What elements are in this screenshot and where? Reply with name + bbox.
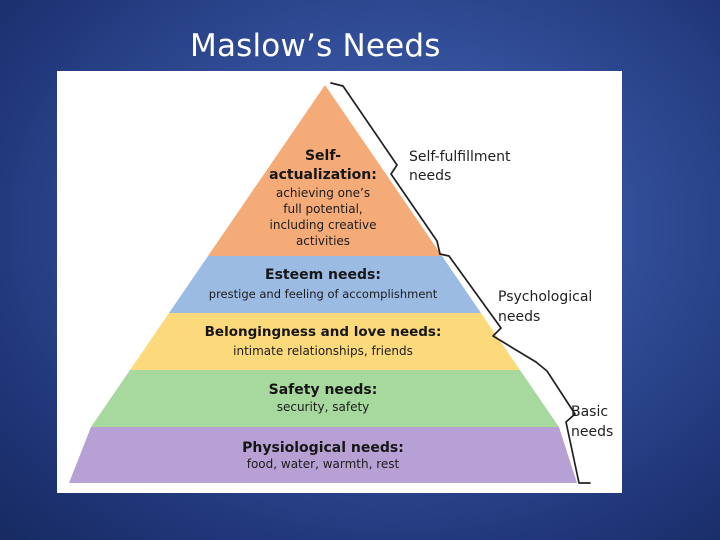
tier-self-actualization-heading-line-2: actualization: bbox=[269, 167, 377, 183]
group-brackets bbox=[330, 82, 591, 484]
tier-safety-body: security, safety bbox=[277, 400, 370, 414]
tier-self-actualization-body-line-2: full potential, bbox=[283, 202, 363, 216]
maslow-pyramid-diagram: Self- actualization: achieving one’s ful… bbox=[69, 82, 613, 484]
bracket-psychological bbox=[439, 253, 537, 363]
tier-belongingness-heading: Belongingness and love needs: bbox=[205, 324, 442, 340]
tier-safety-label: Safety needs: security, safety bbox=[269, 382, 378, 414]
group-psychological-line-1: Psychological bbox=[498, 289, 592, 305]
group-labels: Self-fulfillment needs Psychological nee… bbox=[409, 149, 613, 440]
tier-esteem-body: prestige and feeling of accomplishment bbox=[209, 287, 438, 301]
bracket-basic bbox=[535, 361, 591, 484]
tier-self-actualization-label: Self- actualization: achieving one’s ful… bbox=[269, 148, 377, 248]
tier-esteem-label: Esteem needs: prestige and feeling of ac… bbox=[209, 267, 438, 301]
tier-self-actualization-body-line-3: including creative bbox=[270, 218, 377, 232]
group-psychological-label: Psychological needs bbox=[498, 289, 592, 325]
group-basic-line-2: needs bbox=[571, 424, 613, 440]
group-basic-label: Basic needs bbox=[571, 404, 613, 440]
tier-physiological-heading: Physiological needs: bbox=[242, 440, 404, 456]
tier-self-actualization-heading-line-1: Self- bbox=[305, 148, 341, 164]
tier-physiological-label: Physiological needs: food, water, warmth… bbox=[242, 440, 404, 471]
tier-esteem-heading: Esteem needs: bbox=[265, 267, 381, 283]
tier-safety-heading: Safety needs: bbox=[269, 382, 378, 398]
tier-safety-shape bbox=[91, 370, 559, 427]
group-self-fulfillment-label: Self-fulfillment needs bbox=[409, 149, 511, 184]
tier-belongingness-label: Belongingness and love needs: intimate r… bbox=[205, 324, 442, 358]
tier-self-actualization-body-line-4: activities bbox=[296, 234, 350, 248]
diagram-panel: Self- actualization: achieving one’s ful… bbox=[57, 71, 622, 493]
group-psychological-line-2: needs bbox=[498, 309, 540, 325]
tier-self-actualization-shape bbox=[208, 85, 442, 256]
tier-physiological-body: food, water, warmth, rest bbox=[247, 457, 400, 471]
tier-belongingness-body: intimate relationships, friends bbox=[233, 344, 413, 358]
tier-belongingness-shape bbox=[130, 313, 520, 370]
group-self-fulfillment-line-1: Self-fulfillment bbox=[409, 149, 511, 165]
tier-physiological-shape bbox=[69, 427, 577, 483]
tier-esteem-shape bbox=[169, 256, 481, 313]
group-basic-line-1: Basic bbox=[571, 404, 608, 420]
pyramid-shapes bbox=[69, 85, 577, 483]
group-self-fulfillment-line-2: needs bbox=[409, 168, 451, 184]
slide-title: Maslow’s Needs bbox=[190, 28, 441, 64]
bracket-self-fulfillment bbox=[330, 82, 441, 255]
tier-labels: Self- actualization: achieving one’s ful… bbox=[205, 148, 442, 471]
tier-self-actualization-body-line-1: achieving one’s bbox=[276, 186, 370, 200]
